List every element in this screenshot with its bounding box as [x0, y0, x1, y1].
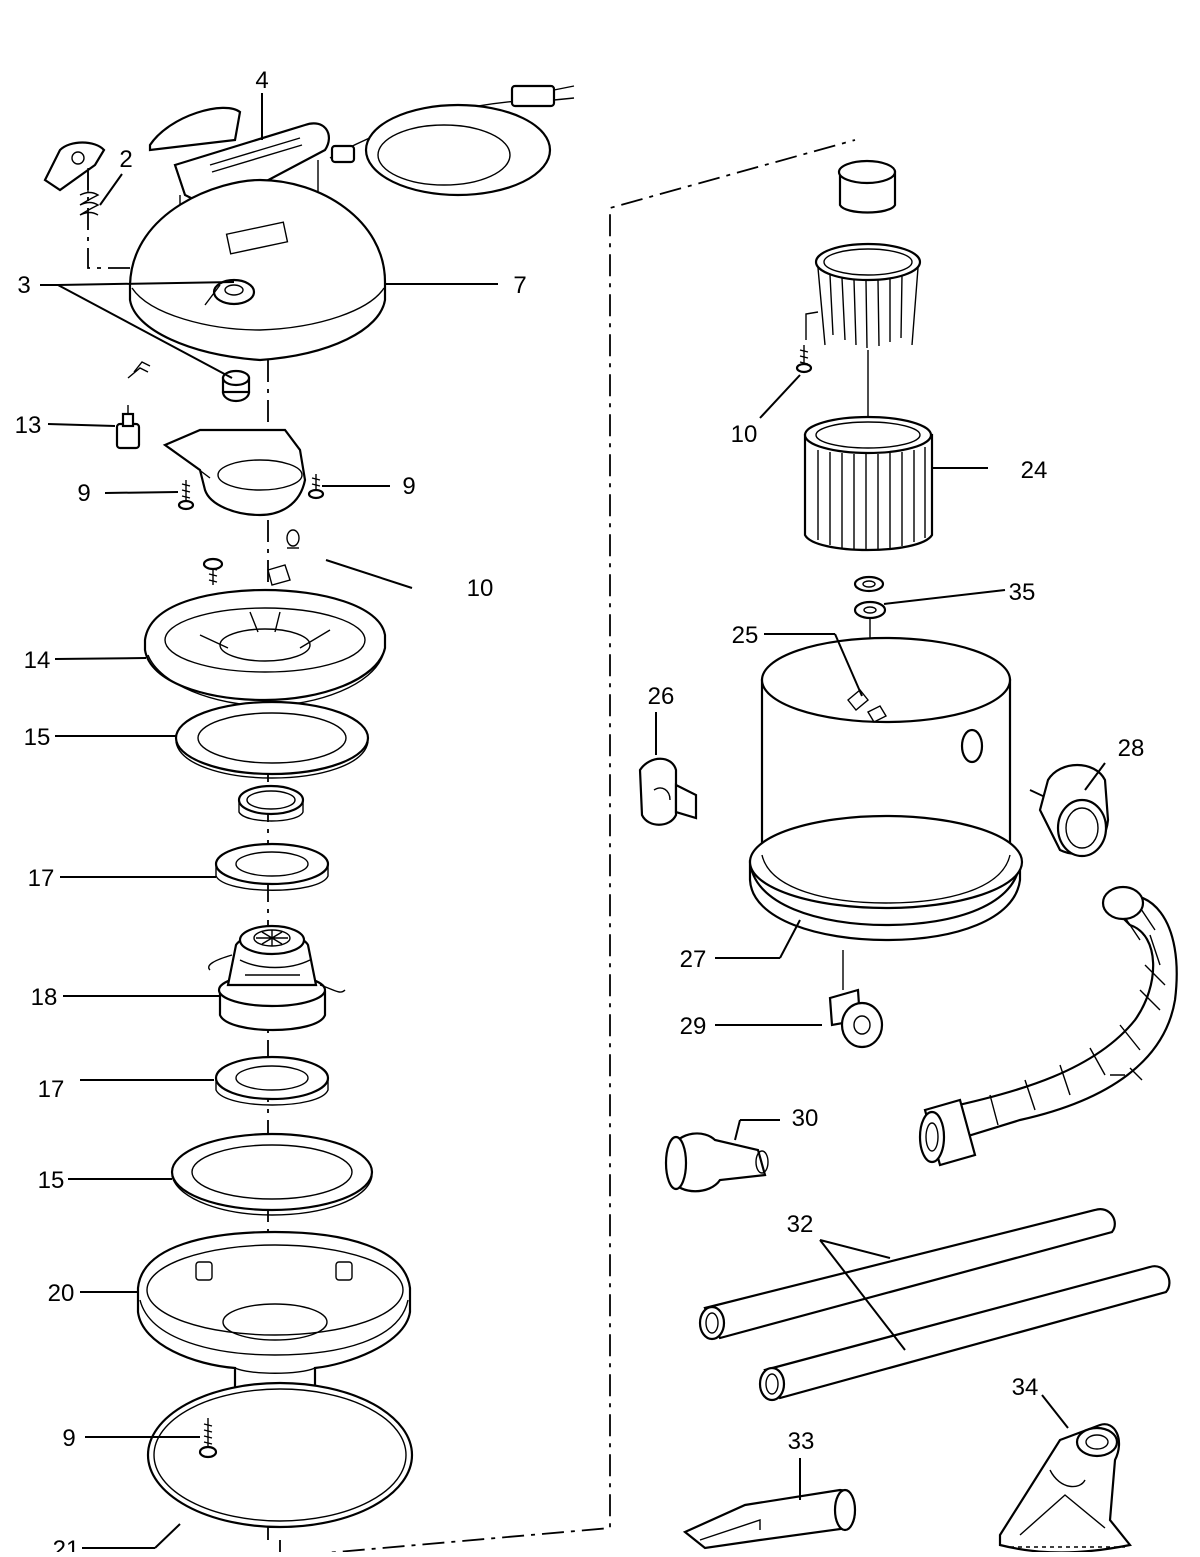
motor	[208, 924, 346, 1032]
ring-screw	[202, 557, 224, 585]
screw-right	[307, 474, 325, 500]
filter-cage	[805, 242, 922, 420]
cartridge-filter	[803, 415, 934, 552]
label-part-9-right: 9	[402, 473, 415, 500]
extension-wand-upper	[698, 1208, 1116, 1341]
small-clip	[127, 361, 151, 379]
label-part-18: 18	[31, 984, 58, 1011]
motor-bracket	[162, 428, 307, 517]
motor-seal-upper	[214, 842, 330, 891]
label-part-34: 34	[1012, 1374, 1039, 1401]
label-part-26: 26	[648, 683, 675, 710]
label-part-25: 25	[732, 622, 759, 649]
label-part-9-bottom: 9	[62, 1425, 75, 1452]
filter-washer-top	[853, 575, 885, 593]
label-part-21: 21	[53, 1536, 80, 1552]
cover-bumper	[221, 369, 251, 403]
label-part-2: 2	[119, 146, 132, 173]
label-part-33: 33	[788, 1428, 815, 1455]
tank	[748, 636, 1024, 942]
label-part-10-right: 10	[731, 421, 758, 448]
ring-clip	[267, 529, 300, 586]
label-part-29: 29	[680, 1013, 707, 1040]
latch	[43, 141, 106, 192]
latch-spring	[79, 191, 100, 216]
motor-seal-lower	[214, 1055, 330, 1106]
label-part-15-upper: 15	[24, 724, 51, 751]
small-seal	[237, 784, 305, 822]
base-plate	[146, 1381, 414, 1529]
gasket-upper	[174, 700, 370, 779]
label-part-15-lower: 15	[38, 1167, 65, 1194]
motor-mount-ring	[143, 588, 387, 707]
label-part-20: 20	[48, 1280, 75, 1307]
label-part-4: 4	[255, 67, 268, 94]
label-part-13: 13	[15, 412, 42, 439]
crevice-tool	[682, 1488, 857, 1550]
nozzle	[664, 1132, 769, 1193]
hose-inlet	[1038, 764, 1110, 858]
hose	[918, 885, 1178, 1167]
label-part-10-left: 10	[467, 575, 494, 602]
label-part-17-lower: 17	[38, 1076, 65, 1103]
screw-bottom	[198, 1418, 218, 1459]
label-part-27: 27	[680, 946, 707, 973]
power-cord	[329, 84, 575, 197]
handle	[148, 106, 330, 250]
screw-left	[177, 480, 195, 511]
gasket-lower	[170, 1132, 374, 1216]
label-part-17-upper: 17	[28, 865, 55, 892]
floor-tool	[998, 1423, 1132, 1554]
switch	[115, 405, 141, 450]
filter-washer-bottom	[853, 600, 887, 638]
label-part-3: 3	[17, 272, 30, 299]
leader-lines	[40, 93, 1106, 1549]
label-part-28: 28	[1118, 735, 1145, 762]
label-part-7: 7	[513, 272, 526, 299]
accessory-clip	[638, 757, 698, 826]
extension-wand-lower	[758, 1265, 1171, 1402]
label-part-24: 24	[1021, 457, 1048, 484]
cage-screw	[795, 345, 813, 374]
motor-cover	[128, 178, 387, 362]
label-part-14: 14	[24, 647, 51, 674]
label-part-9-left: 9	[77, 480, 90, 507]
part-labels: 4 2 3 7 13 9 9 10 14 15 17 18 17 15 20 9…	[15, 67, 1145, 1557]
tank-fitting	[847, 689, 887, 723]
float-cap	[837, 159, 897, 214]
label-part-30: 30	[792, 1105, 819, 1132]
caster	[828, 950, 884, 1049]
label-part-35: 35	[1009, 579, 1036, 606]
lower-housing	[136, 1230, 412, 1399]
label-part-32: 32	[787, 1211, 814, 1238]
